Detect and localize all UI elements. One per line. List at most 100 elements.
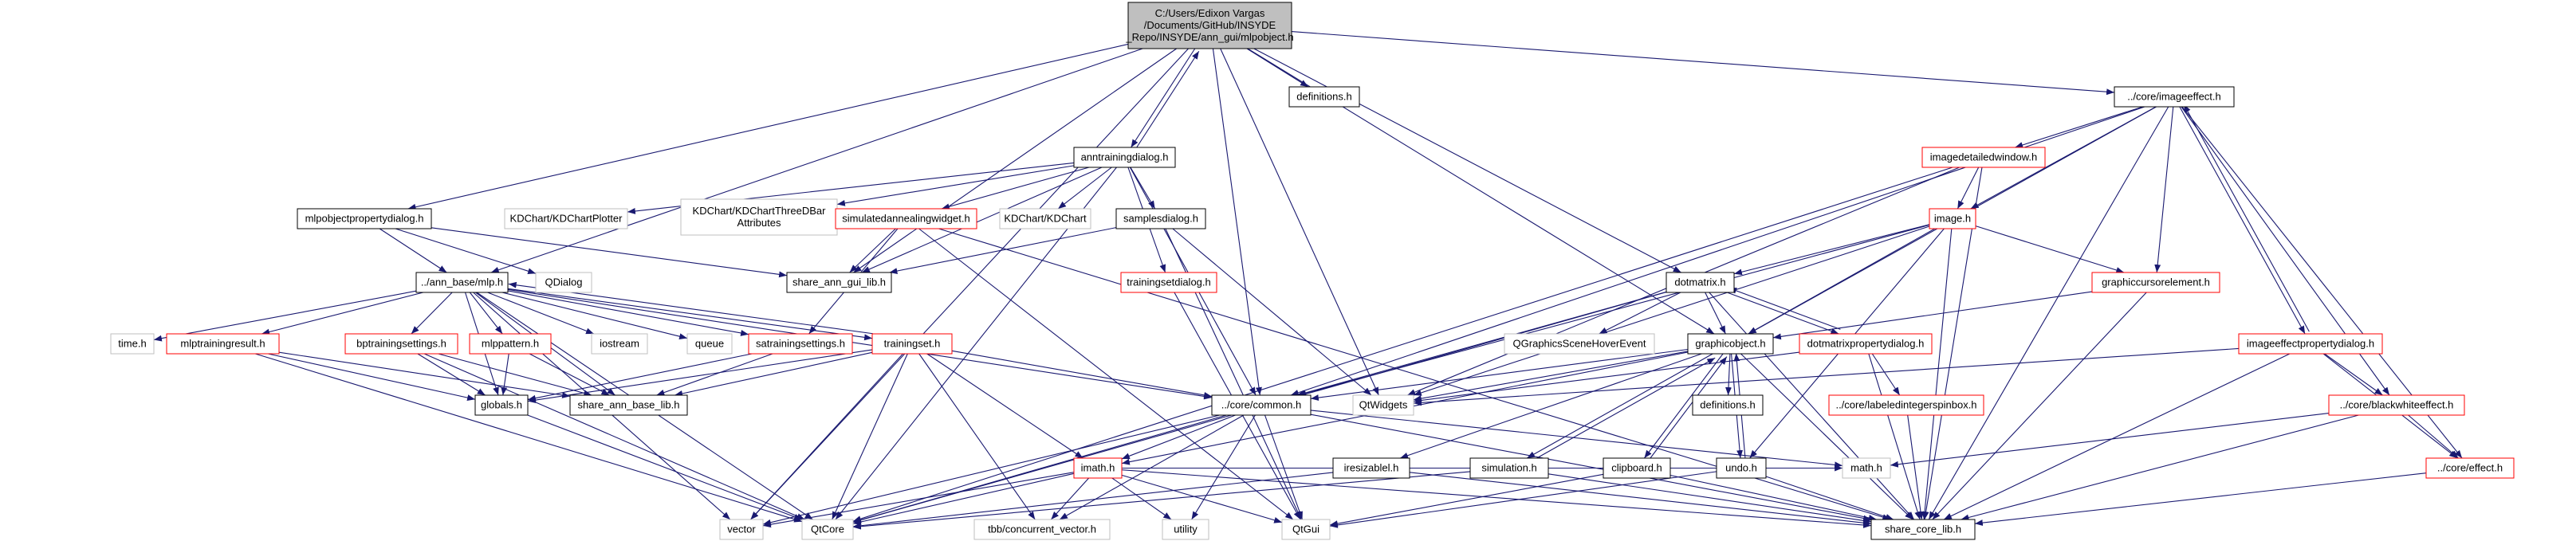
node-graphicobject-h[interactable]: graphicobject.h bbox=[1687, 333, 1774, 355]
node-label: QtCore bbox=[811, 523, 844, 535]
edge-dotmatrix-h-to-qgraphicsscenehoverevent bbox=[1599, 292, 1681, 335]
edge-image-h-to-dotmatrix-h bbox=[1733, 224, 1930, 276]
node-box bbox=[973, 519, 1111, 540]
node-core-common-h[interactable]: ../core/common.h bbox=[1211, 394, 1312, 416]
node-label: graphiccursorelement.h bbox=[2102, 276, 2210, 288]
node-dotmatrixpropertydialog-h[interactable]: dotmatrixpropertydialog.h bbox=[1799, 333, 1933, 355]
edge-clipboard-h-to-qtgui bbox=[1329, 473, 1604, 527]
node-label: C:/Users/Edixon Vargas bbox=[1155, 7, 1265, 19]
node-undo-h[interactable]: undo.h bbox=[1716, 457, 1767, 479]
node-core-blackwhiteeffect-h[interactable]: ../core/blackwhiteeffect.h bbox=[2328, 394, 2465, 416]
node-image-h[interactable]: image.h bbox=[1929, 208, 1976, 229]
edge-mlppattern-h-to-share-ann-base-lib-h bbox=[529, 353, 610, 396]
node-core-imageeffect-h[interactable]: ../core/imageeffect.h bbox=[2114, 86, 2235, 108]
edge-core-blackwhiteeffect-h-to-share-core-lib-h bbox=[1961, 414, 2359, 521]
node-box bbox=[1352, 394, 1414, 416]
node-definitions-mid[interactable]: definitions.h bbox=[1692, 394, 1764, 416]
node-box bbox=[1921, 147, 2046, 168]
edge-simulation-h-to-qtcore bbox=[852, 471, 1471, 530]
node-box bbox=[1603, 457, 1671, 479]
node-box bbox=[1692, 394, 1764, 416]
edge-samplesdialog-h-to-share-ann-gui-lib-h bbox=[889, 227, 1117, 274]
edge-ann-base-mlp-h-to-time-h bbox=[153, 290, 417, 342]
node-mlptrainingresult-h[interactable]: mlptrainingresult.h bbox=[166, 333, 280, 355]
node-label: image.h bbox=[1934, 213, 1971, 225]
edge-ann-base-mlp-h-to-bptrainingsettings-h bbox=[411, 292, 453, 335]
node-clipboard-h[interactable]: clipboard.h bbox=[1603, 457, 1671, 479]
node-mlppattern-h[interactable]: mlppattern.h bbox=[469, 333, 552, 355]
edge-trainingset-h-to-globals-h bbox=[527, 349, 873, 404]
node-label: share_core_lib.h bbox=[1885, 523, 1961, 535]
node-label: satrainingsettings.h bbox=[756, 338, 845, 350]
edge-mlpobjectpropertydialog-h-to-share-ann-gui-lib-h bbox=[431, 227, 788, 278]
node-share-core-lib-h[interactable]: share_core_lib.h bbox=[1870, 519, 1976, 540]
node-label: KDChart/KDChartThreeDBar bbox=[693, 205, 827, 217]
node-graphiccursorelement-h[interactable]: graphiccursorelement.h bbox=[2091, 272, 2220, 293]
node-label: share_ann_base_lib.h bbox=[578, 399, 680, 411]
node-box bbox=[686, 333, 733, 355]
node-label: QDialog bbox=[545, 276, 583, 288]
node-iresizablel-h[interactable]: iresizablel.h bbox=[1332, 457, 1410, 479]
edge-mlpobject-h-to-core-common-h bbox=[1212, 48, 1262, 396]
node-label: math.h bbox=[1850, 462, 1882, 474]
node-core-labeledintegerspinbox-h[interactable]: ../core/labeledintegerspinbox.h bbox=[1828, 394, 1984, 416]
node-box bbox=[1842, 457, 1891, 479]
node-box bbox=[786, 272, 892, 293]
node-ann-base-mlp-h[interactable]: ../ann_base/mlp.h bbox=[415, 272, 509, 293]
node-label: trainingsetdialog.h bbox=[1127, 276, 1211, 288]
edge-ann-base-mlp-h-to-trainingset-h bbox=[507, 288, 873, 341]
edge-imageeffectpropertydialog-h-to-share-core-lib-h bbox=[1943, 353, 2291, 520]
edge-anntrainingdialog-h-to-simulatedannealingwidget-h bbox=[941, 167, 1090, 210]
node-label: /Documents/GitHub/INSYDE bbox=[1144, 19, 1276, 31]
node-samplesdialog-h[interactable]: samplesdialog.h bbox=[1115, 208, 1206, 229]
edge-dotmatrix-h-to-share-core-lib-h bbox=[1709, 292, 1915, 520]
edge-ann-base-mlp-h-to-iostream bbox=[487, 292, 595, 335]
node-kdchart: KDChart/KDChart bbox=[999, 208, 1091, 229]
node-imath-h[interactable]: imath.h bbox=[1073, 457, 1123, 479]
node-box bbox=[1799, 333, 1933, 355]
edge-undo-h-to-share-core-lib-h bbox=[1765, 476, 1894, 520]
node-core-effect-h[interactable]: ../core/effect.h bbox=[2425, 457, 2515, 479]
edge-mlpobject-h-to-vector bbox=[750, 48, 1189, 520]
node-mlpobjectpropertydialog-h[interactable]: mlpobjectpropertydialog.h bbox=[297, 208, 432, 229]
node-box bbox=[1929, 208, 1976, 229]
edge-imath-h-to-qtcore bbox=[852, 472, 1075, 525]
node-imageeffectpropertydialog-h[interactable]: imageeffectpropertydialog.h bbox=[2238, 333, 2383, 355]
node-globals-h[interactable]: globals.h bbox=[474, 394, 529, 416]
edge-satrainingsettings-h-to-globals-h bbox=[527, 353, 753, 402]
node-definitions-top[interactable]: definitions.h bbox=[1288, 86, 1360, 108]
edge-mlpobject-h-to-core-imageeffect-h bbox=[1291, 31, 2115, 96]
edge-graphiccursorelement-h-to-share-core-lib-h bbox=[1932, 292, 2147, 520]
node-satrainingsettings-h[interactable]: satrainingsettings.h bbox=[748, 333, 853, 355]
node-label: simulation.h bbox=[1481, 462, 1536, 474]
node-box bbox=[1115, 208, 1206, 229]
node-trainingsetdialog-h[interactable]: trainingsetdialog.h bbox=[1120, 272, 1217, 293]
node-box bbox=[166, 333, 280, 355]
edge-dotmatrix-h-to-graphicobject-h bbox=[1705, 292, 1726, 335]
node-box bbox=[1687, 333, 1774, 355]
node-mlpobject-h[interactable]: C:/Users/Edixon Vargas/Documents/GitHub/… bbox=[1125, 2, 1294, 49]
node-share-ann-base-lib-h[interactable]: share_ann_base_lib.h bbox=[569, 394, 688, 416]
node-share-ann-gui-lib-h[interactable]: share_ann_gui_lib.h bbox=[786, 272, 892, 293]
node-label: time.h bbox=[118, 338, 146, 350]
edge-trainingset-h-to-vector bbox=[750, 353, 903, 520]
node-label: ../core/blackwhiteeffect.h bbox=[2340, 399, 2454, 411]
node-trainingset-h[interactable]: trainingset.h bbox=[871, 333, 953, 355]
edge-samplesdialog-h-to-qtwidgets bbox=[1172, 228, 1372, 396]
node-box bbox=[801, 519, 854, 540]
edge-graphicobject-h-to-iresizablel-h bbox=[1399, 353, 1702, 459]
edge-undo-h-to-qtgui bbox=[1329, 471, 1717, 528]
node-simulation-h[interactable]: simulation.h bbox=[1469, 457, 1549, 479]
edge-trainingset-h-to-share-ann-base-lib-h bbox=[674, 351, 873, 397]
node-anntrainingdialog-h[interactable]: anntrainingdialog.h bbox=[1073, 147, 1176, 168]
node-simulatedannealingwidget-h[interactable]: simulatedannealingwidget.h bbox=[835, 208, 977, 229]
node-label: dotmatrixpropertydialog.h bbox=[1807, 338, 1925, 350]
node-dotmatrix-h[interactable]: dotmatrix.h bbox=[1666, 272, 1735, 293]
node-tbb-concurrent-vector-h: tbb/concurrent_vector.h bbox=[973, 519, 1111, 540]
node-bptrainingsettings-h[interactable]: bptrainingsettings.h bbox=[344, 333, 458, 355]
edge-graphicobject-h-to-share-core-lib-h bbox=[1740, 353, 1913, 520]
edge-mlptrainingresult-h-to-qtcore bbox=[255, 353, 803, 523]
edge-trainingset-h-to-core-common-h bbox=[951, 350, 1213, 398]
node-imagedetailedwindow-h[interactable]: imagedetailedwindow.h bbox=[1921, 147, 2046, 168]
node-box bbox=[2328, 394, 2465, 416]
